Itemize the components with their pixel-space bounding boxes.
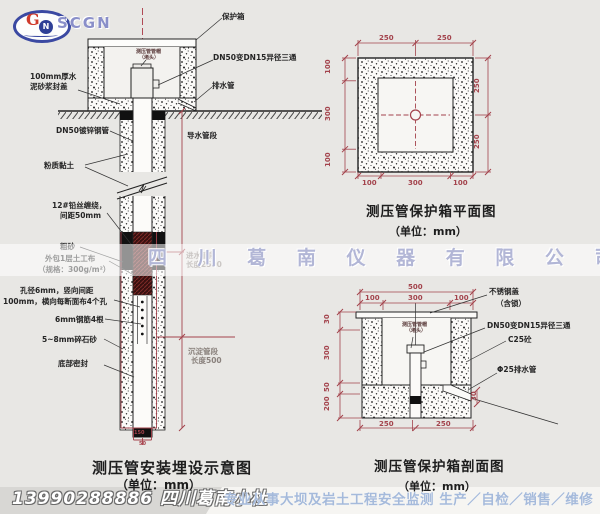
logo-letter-n: N xyxy=(39,20,53,34)
plan-dim-bottom-1: 100 xyxy=(362,179,377,187)
section-dim-drain: 30 xyxy=(470,391,478,401)
plan-unit: （单位：mm） xyxy=(389,225,467,238)
logo-letter-g: G xyxy=(26,10,40,29)
section-dim-bottom-1: 250 xyxy=(379,420,394,428)
dim-pipe-bottom: 50 xyxy=(139,441,146,447)
label-holes-line2: 100mm，横向每断面布4个孔 xyxy=(3,297,108,306)
section-dim-left-2: 300 xyxy=(323,345,331,360)
label-section-tee: DN50变DN15异径三通 xyxy=(487,321,571,330)
label-cover-line1: 100mm厚水 xyxy=(30,72,77,81)
plan-title: 测压管保护箱平面图 xyxy=(366,204,497,220)
brand-text: SCGN xyxy=(57,14,112,32)
label-bottom-seal: 底部密封 xyxy=(58,359,88,368)
label-sediment-line2: 长度500 xyxy=(191,356,222,365)
label-holes-line1: 孔径6mm，竖向间距 xyxy=(20,286,94,295)
watermark-text: 四 川 葛 南 仪 器 有 限 公 司 xyxy=(148,247,600,269)
label-cap-line2: （堵头） xyxy=(139,55,160,61)
footer-tagline-text: 专业从事大坝及岩土工程安全监测 生产／自检／销售／维修 xyxy=(224,492,594,508)
plan-dim-right-1: 250 xyxy=(473,78,481,93)
plan-dim-bottom-2: 300 xyxy=(408,179,423,187)
plan-dim-bottom-3: 100 xyxy=(453,179,468,187)
label-drain-pipe-25: Φ25排水管 xyxy=(497,365,537,374)
label-wire-line1: 12#铅丝缠绕， xyxy=(52,201,107,210)
label-section-cap-line2: （堵头） xyxy=(406,328,427,334)
section-dim-top-3: 100 xyxy=(454,294,469,302)
label-protection-box: 保护箱 xyxy=(222,12,245,21)
section-dim-top-1: 100 xyxy=(365,294,380,302)
label-tee: DN50变DN15异径三通 xyxy=(213,53,297,62)
label-conduct-segment: 导水管段 xyxy=(187,131,217,140)
section-dim-top-2: 300 xyxy=(408,294,423,302)
section-dim-total: 500 xyxy=(408,283,423,291)
label-section-cap-line1: 测压管管帽 xyxy=(402,322,428,328)
label-steel-lid-line2: （含锁） xyxy=(496,299,526,308)
label-steel-lid-line1: 不锈钢盖 xyxy=(489,287,519,296)
label-sediment-line1: 沉淀管段 xyxy=(188,347,218,356)
section-unit: （单位：mm） xyxy=(398,480,476,493)
install-diagram xyxy=(58,8,322,445)
label-silty-clay: 粉质黏土 xyxy=(44,161,74,170)
label-steel-pipe: DN50镀锌钢管 xyxy=(56,126,109,135)
plan-dim-right-2: 250 xyxy=(473,134,481,149)
section-dim-left-3: 50 xyxy=(323,382,331,392)
plan-dim-top-2: 250 xyxy=(437,34,452,42)
section-dim-bottom-2: 250 xyxy=(436,420,451,428)
plan-diagram xyxy=(341,39,492,180)
section-dim-left-1: 30 xyxy=(323,314,331,324)
section-title: 测压管保护箱剖面图 xyxy=(374,459,505,475)
section-dim-left-4: 200 xyxy=(323,396,331,411)
company-logo: G N xyxy=(13,10,71,43)
label-c25-concrete: C25砼 xyxy=(508,335,532,344)
plan-dim-left-2: 300 xyxy=(324,106,332,121)
label-gravel: 5~8mm碎石砂 xyxy=(42,335,97,344)
label-cap-line1: 测压管管帽 xyxy=(136,49,162,55)
install-title: 测压管安装埋设示意图 xyxy=(92,459,253,477)
footer-phone-text: 13990288886 四川葛南小杜 xyxy=(12,489,269,509)
section-diagram xyxy=(336,288,559,432)
footer-tagline-band xyxy=(206,487,600,514)
label-wire-line2: 间距50mm xyxy=(60,211,102,220)
plan-dim-left-1: 100 xyxy=(324,59,332,74)
logo-wave-icon xyxy=(24,33,58,37)
install-unit: （单位：mm） xyxy=(116,478,202,492)
watermark-band xyxy=(0,244,600,276)
label-drain-pipe: 排水管 xyxy=(212,81,235,90)
plan-dim-top-1: 250 xyxy=(379,34,394,42)
label-rebar: 6mm钢筋4根 xyxy=(55,315,104,324)
plan-dim-left-3: 100 xyxy=(324,152,332,167)
label-cover-line2: 泥砂浆封盖 xyxy=(30,82,68,91)
dim-borehole: 150 xyxy=(134,430,145,436)
